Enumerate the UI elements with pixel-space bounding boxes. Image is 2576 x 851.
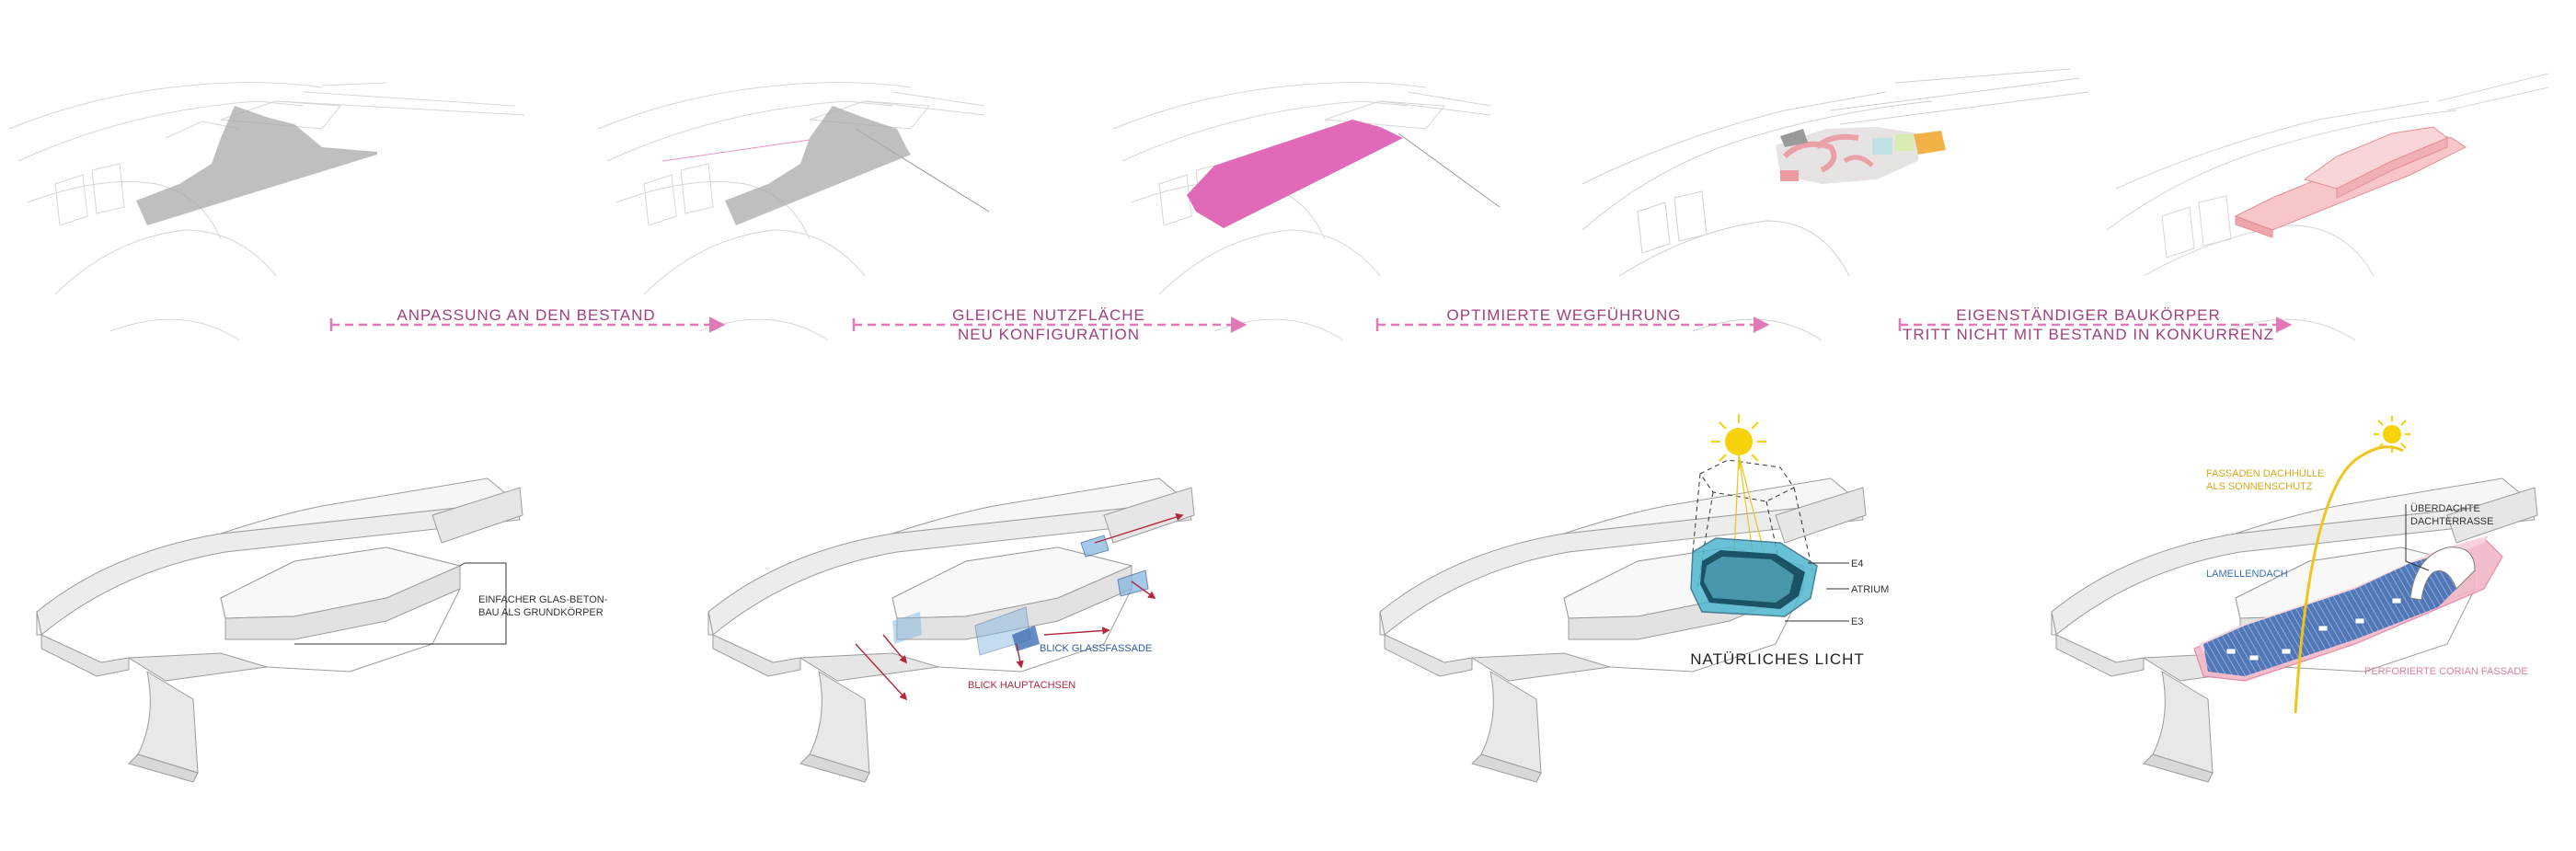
d3-e4-label: E4 bbox=[1851, 558, 1863, 569]
d4-facade-label: PERFORIERTE CORIAN FASSADE bbox=[2364, 666, 2528, 677]
d4-sun-label-line2: ALS SONNENSCHUTZ bbox=[2206, 481, 2313, 492]
circulation-plan-colored bbox=[1776, 127, 1946, 184]
d1-label-line2: BAU ALS GRUNDKÖRPER bbox=[478, 607, 604, 618]
site-plan-panel-4 bbox=[1582, 69, 2088, 340]
d1-label-line1: EINFACHER GLAS-BETON- bbox=[478, 594, 608, 605]
site-plan-panel-3 bbox=[1113, 83, 1500, 340]
existing-building-massing bbox=[136, 106, 377, 225]
step-label-4b: TRITT NICHT MIT BESTAND IN KONKURRENZ bbox=[1903, 326, 2274, 343]
d4-roof-label: LAMELLENDACH bbox=[2206, 569, 2288, 580]
d3-atrium-label: ATRIUM bbox=[1851, 584, 1889, 595]
step-label-2a: GLEICHE NUTZFLÄCHE bbox=[952, 306, 1145, 324]
d2-glass-label: BLICK GLASSFASSADE bbox=[1040, 643, 1152, 654]
d4-terrace-label-line1: ÜBERDACHTE bbox=[2410, 503, 2480, 514]
step-label-1: ANPASSUNG AN DEN BESTAND bbox=[397, 306, 655, 324]
step-label-2b: NEU KONFIGURATION bbox=[958, 326, 1140, 343]
step-label-3: OPTIMIERTE WEGFÜHRUNG bbox=[1447, 306, 1682, 324]
atrium-volume bbox=[1691, 538, 1817, 616]
red-axis-line bbox=[662, 140, 810, 161]
d3-e3-label: E3 bbox=[1851, 616, 1863, 627]
d4-terrace-label-line2: DACHTERRASSE bbox=[2410, 516, 2493, 527]
existing-building-massing-2 bbox=[725, 106, 911, 225]
d2-axes-label: BLICK HAUPTACHSEN bbox=[968, 680, 1075, 691]
new-building-volume-pink bbox=[2236, 127, 2466, 237]
d3-caption: NATÜRLICHES LICHT bbox=[1690, 650, 1865, 668]
new-footprint-magenta bbox=[1187, 120, 1403, 228]
site-plan-panel-2 bbox=[598, 83, 989, 340]
d4-sun-label-line1: FASSADEN DACHHÜLLE bbox=[2206, 468, 2324, 479]
step-label-4a: EIGENSTÄNDIGER BAUKÖRPER bbox=[1956, 306, 2221, 324]
axonometric-base-1 bbox=[37, 478, 523, 782]
